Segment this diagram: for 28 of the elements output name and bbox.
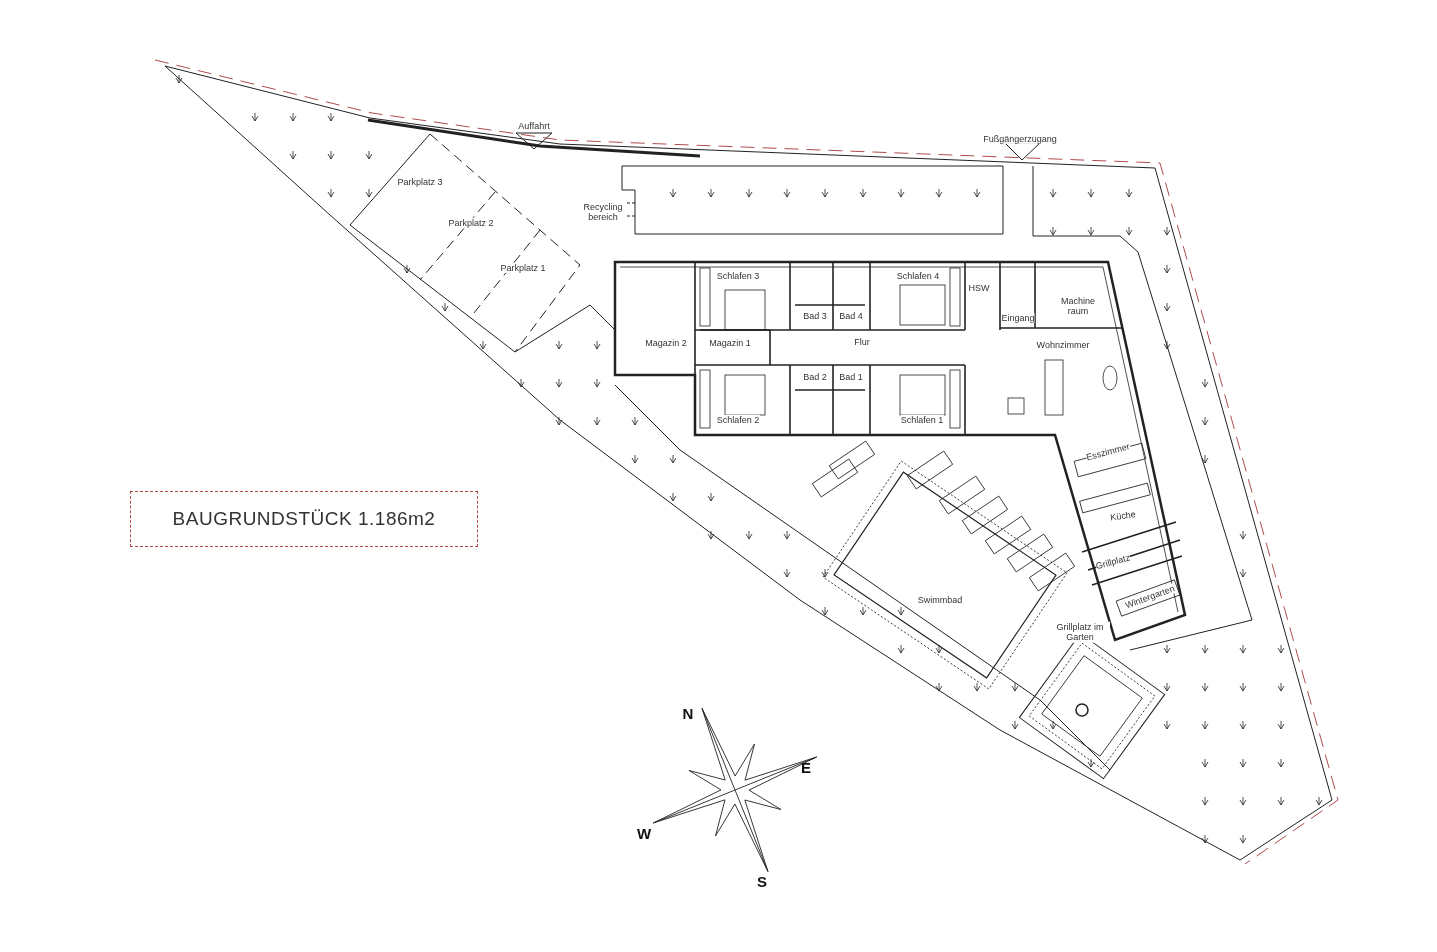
room-label: Schlafen 4: [896, 270, 940, 282]
area-label: Auffahrt: [518, 120, 550, 132]
room-label: Schlafen 3: [716, 270, 760, 282]
compass-letter: E: [801, 759, 811, 777]
room-label: Bad 4: [839, 310, 863, 322]
area-label: Parkplatz 3: [397, 176, 443, 188]
room-label: Swimmbad: [917, 594, 963, 606]
room-label: Küche: [1109, 509, 1137, 523]
area-label: Fußgängerzugang: [983, 133, 1057, 145]
compass-letter: W: [636, 825, 652, 843]
room-label: Magazin 2: [645, 337, 687, 349]
room-label: Flur: [854, 336, 870, 348]
room-label: Eingang: [1001, 312, 1035, 324]
site-area-box: [130, 491, 478, 547]
area-title: BAUGRUNDSTÜCK 1.186m2: [172, 508, 436, 530]
room-label: Bad 1: [839, 371, 863, 383]
room-label: Bad 3: [803, 310, 827, 322]
room-label: Schlafen 1: [900, 414, 944, 426]
room-label: HSW: [968, 282, 990, 294]
room-label: Grillplatz: [1094, 552, 1132, 572]
room-label: Magazin 1: [709, 337, 751, 349]
area-label: Parkplatz 1: [500, 262, 546, 274]
room-label: Schlafen 2: [716, 414, 760, 426]
compass-letter: N: [682, 705, 694, 723]
compass-letter: S: [757, 873, 767, 891]
room-label: Wohnzimmer: [1036, 339, 1090, 351]
area-label: Parkplatz 2: [448, 217, 494, 229]
room-label: Bad 2: [803, 371, 827, 383]
